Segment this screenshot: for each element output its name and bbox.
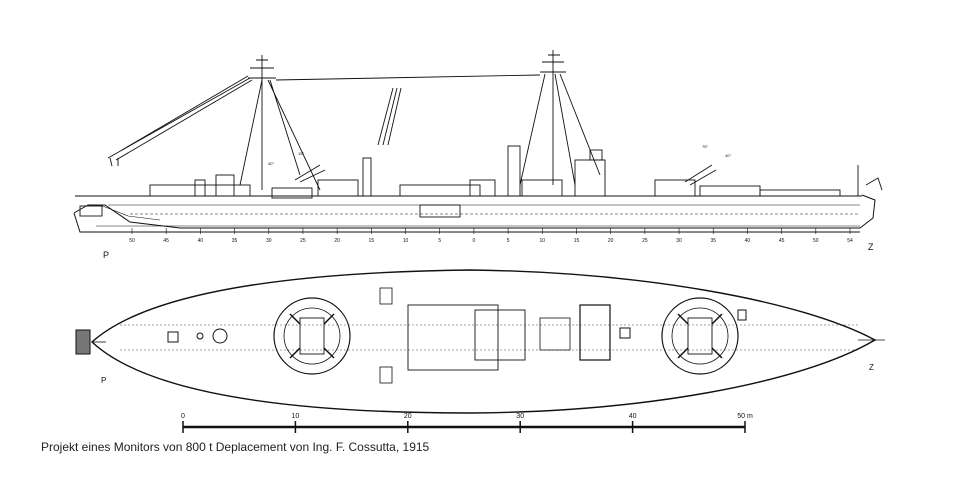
frame-number: 0	[473, 238, 476, 244]
frame-number: 25	[642, 238, 648, 244]
gun-angle-label: 15°	[298, 151, 304, 156]
turret	[661, 297, 739, 375]
frame-number: 15	[574, 238, 580, 244]
scale-label: 0	[181, 413, 185, 420]
frame-number: 45	[163, 238, 169, 244]
frame-number: 10	[540, 238, 546, 244]
scale-label: 20	[404, 413, 412, 420]
plan-view: P Z	[75, 269, 885, 414]
frame-number: 50	[129, 238, 135, 244]
turret	[273, 297, 351, 375]
frame-number: 40	[745, 238, 751, 244]
frame-number: 20	[334, 238, 340, 244]
gun-angle-label: 40°	[725, 153, 731, 158]
figure-caption: Projekt eines Monitors von 800 t Deplace…	[41, 440, 430, 454]
scale-bar: 0 10 20 30 40 50 m	[181, 413, 753, 433]
plan-end-mark-left: P	[101, 376, 106, 385]
profile-end-mark-right: Z	[868, 242, 874, 252]
rigging	[107, 50, 601, 191]
plan-end-mark-right: Z	[869, 363, 874, 372]
frame-number: 50	[813, 238, 819, 244]
deck-outline	[90, 269, 877, 414]
superstructure	[79, 145, 883, 218]
frame-number: 5	[507, 238, 510, 244]
scale-label: 10	[292, 413, 300, 420]
scale-label: 40	[629, 413, 637, 420]
frame-number: 45	[779, 238, 785, 244]
profile-end-mark-left: P	[103, 250, 109, 260]
frame-number: 40	[198, 238, 204, 244]
frame-number: 15	[369, 238, 375, 244]
gun-angle-label: 75°	[702, 144, 708, 149]
frame-number: 5	[438, 238, 441, 244]
frame-number: 35	[710, 238, 716, 244]
scale-label: 50 m	[737, 413, 753, 420]
scale-label: 30	[516, 413, 524, 420]
hull-profile	[73, 194, 876, 233]
frame-number: 35	[232, 238, 238, 244]
frame-number: 30	[266, 238, 272, 244]
frame-number: 54	[847, 238, 853, 244]
frame-ticks	[131, 228, 851, 234]
frame-number: 10	[403, 238, 409, 244]
frame-number: 30	[676, 238, 682, 244]
frame-number: 25	[300, 238, 306, 244]
frame-number: 20	[608, 238, 614, 244]
bow-fitting	[75, 329, 91, 355]
gun-angle-label: 40°	[268, 161, 274, 166]
